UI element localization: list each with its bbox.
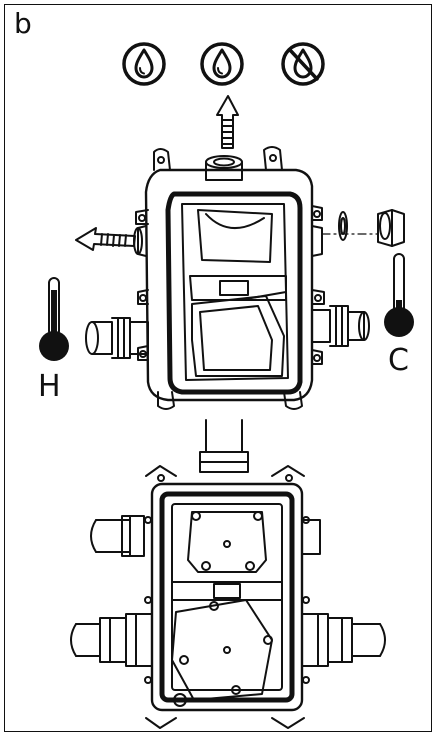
supply-pipes bbox=[70, 515, 386, 667]
water-drop-icon bbox=[200, 42, 244, 86]
cold-inlet-connector bbox=[311, 305, 370, 347]
valve-housing-perspective bbox=[133, 146, 325, 410]
outlet-up-arrow bbox=[216, 95, 239, 149]
figure-frame bbox=[4, 4, 432, 732]
outlet-left-arrow bbox=[75, 227, 136, 251]
cap-and-washer bbox=[321, 209, 405, 247]
valve-housing-front bbox=[144, 419, 310, 729]
hot-label: H bbox=[38, 369, 61, 404]
hot-thermometer-icon bbox=[39, 277, 69, 361]
panel-label: b bbox=[14, 7, 32, 40]
water-drop-icon bbox=[122, 42, 166, 86]
cold-thermometer-icon bbox=[384, 253, 414, 337]
hot-inlet-connector bbox=[85, 317, 149, 359]
no-water-icon bbox=[281, 42, 325, 86]
cold-label: C bbox=[388, 343, 409, 378]
